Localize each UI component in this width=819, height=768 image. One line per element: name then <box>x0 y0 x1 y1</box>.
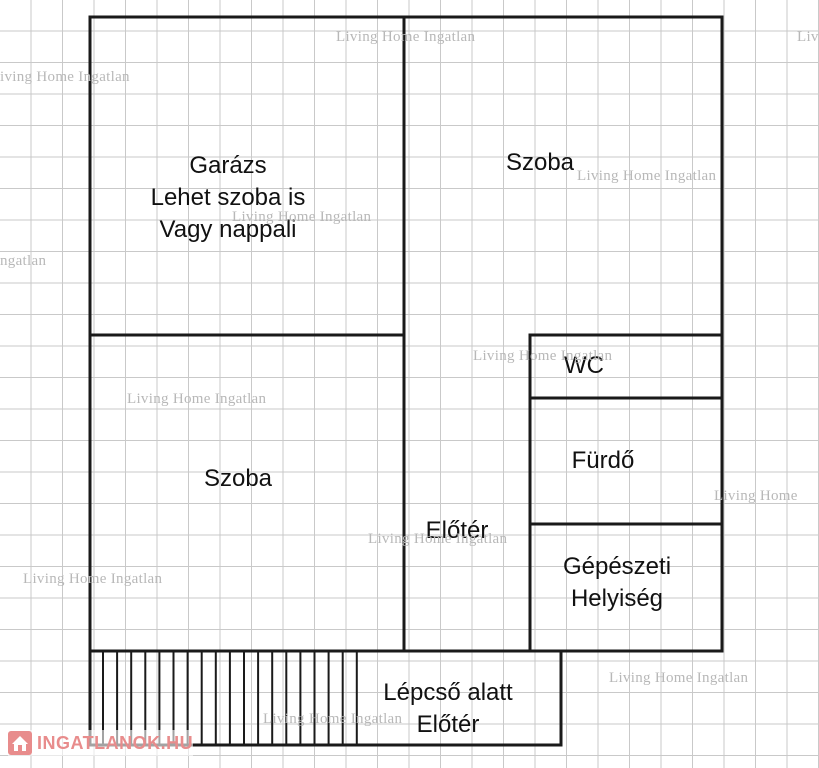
watermark: Living Home Ingatlan <box>609 670 749 686</box>
utility-room-label: Gépészeti Helyiség <box>563 551 671 615</box>
watermark: ngatlan <box>0 253 47 269</box>
room-bottom-left-label: Szoba <box>203 465 273 492</box>
room-top-right-label: Szoba <box>505 149 575 176</box>
watermark: Living Home Ingatlan <box>263 711 403 727</box>
logo-text: INGATLANOK.HU <box>37 732 194 753</box>
watermark: Living Home Ingatlan <box>577 168 717 184</box>
garage-label-line3: Vagy nappali <box>159 216 297 243</box>
under-stairs-label: Lépcső alatt Előtér <box>383 677 512 741</box>
utility-label-line1: Gépészeti <box>562 553 672 580</box>
garage-label-line2: Lehet szoba is <box>150 184 306 211</box>
ingatlanok-logo: INGATLANOK.HU <box>8 730 194 756</box>
watermark: Living Home Ingatlan <box>473 348 613 364</box>
wc-label: WC <box>564 352 604 379</box>
bathroom-label: Fürdő <box>571 447 635 474</box>
under-stairs-line1: Lépcső alatt <box>383 679 513 706</box>
watermark: iving Home Ingatlan <box>0 69 130 85</box>
garage-label-line1: Garázs <box>189 152 267 179</box>
watermark: Living Home Ingatlan <box>336 29 476 45</box>
utility-label-line2: Helyiség <box>570 585 664 612</box>
hallway-label: Előtér <box>425 517 489 544</box>
watermark: Living Home Ingatlan <box>368 531 508 547</box>
watermark: Living Home Ingatlan <box>23 571 163 587</box>
watermark: Living Home Ingatlan <box>127 391 267 407</box>
house-icon <box>8 731 32 755</box>
garage-label: Garázs Lehet szoba is Vagy nappali <box>151 150 306 246</box>
staircase <box>102 651 358 745</box>
watermark: Living Home Ingatlan <box>232 209 372 225</box>
under-stairs-line2: Előtér <box>416 711 480 738</box>
watermark: Living Home <box>714 488 798 504</box>
watermark: Liv <box>797 29 819 45</box>
